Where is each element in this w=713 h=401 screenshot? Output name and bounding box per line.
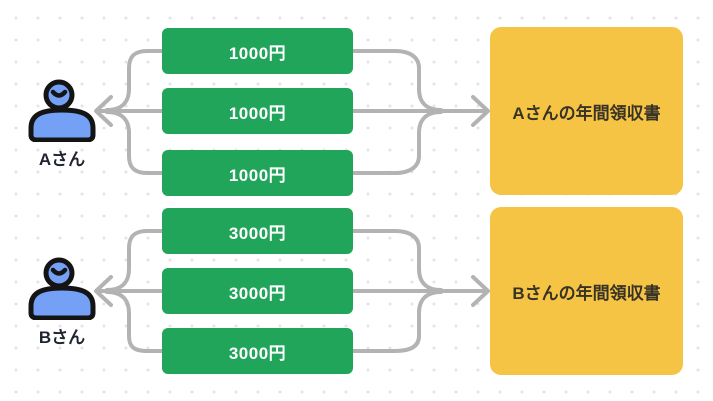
payment-box: 1000円 (162, 150, 353, 196)
merge-arrow-left-a (94, 49, 164, 175)
person-icon (28, 257, 96, 320)
merge-arrow-right-b (351, 229, 490, 353)
person-body (28, 285, 96, 320)
connector-line (351, 110, 443, 175)
arrowhead-right-icon (471, 95, 490, 127)
person-b: Bさん (26, 254, 98, 348)
payment-box: 1000円 (162, 88, 353, 134)
connector-line (105, 290, 164, 353)
annual-receipt-a: Aさんの年間領収書 (490, 27, 683, 195)
payment-box: 3000円 (162, 328, 353, 374)
person-smile (50, 89, 68, 98)
connector-line (351, 229, 443, 292)
person-smile (50, 267, 68, 276)
connector-line (105, 110, 164, 175)
person-b-label: Bさん (38, 328, 86, 347)
annual-receipt-b: Bさんの年間領収書 (490, 207, 683, 375)
merge-arrow-left-b (94, 229, 164, 353)
person-icon (28, 79, 96, 142)
person-a-label: Aさん (38, 150, 86, 169)
payment-box: 3000円 (162, 268, 353, 314)
payment-box: 1000円 (162, 28, 353, 74)
payment-box: 3000円 (162, 208, 353, 254)
person-a: Aさん (26, 76, 98, 170)
arrowhead-left-icon (94, 95, 113, 127)
connector-line (351, 49, 443, 112)
connector-line (105, 229, 164, 292)
arrowhead-right-icon (471, 275, 490, 307)
connector-line (351, 290, 443, 353)
connector-line (105, 49, 164, 112)
merge-arrow-right-a (351, 49, 490, 175)
arrowhead-left-icon (94, 275, 113, 307)
person-body (28, 107, 96, 142)
